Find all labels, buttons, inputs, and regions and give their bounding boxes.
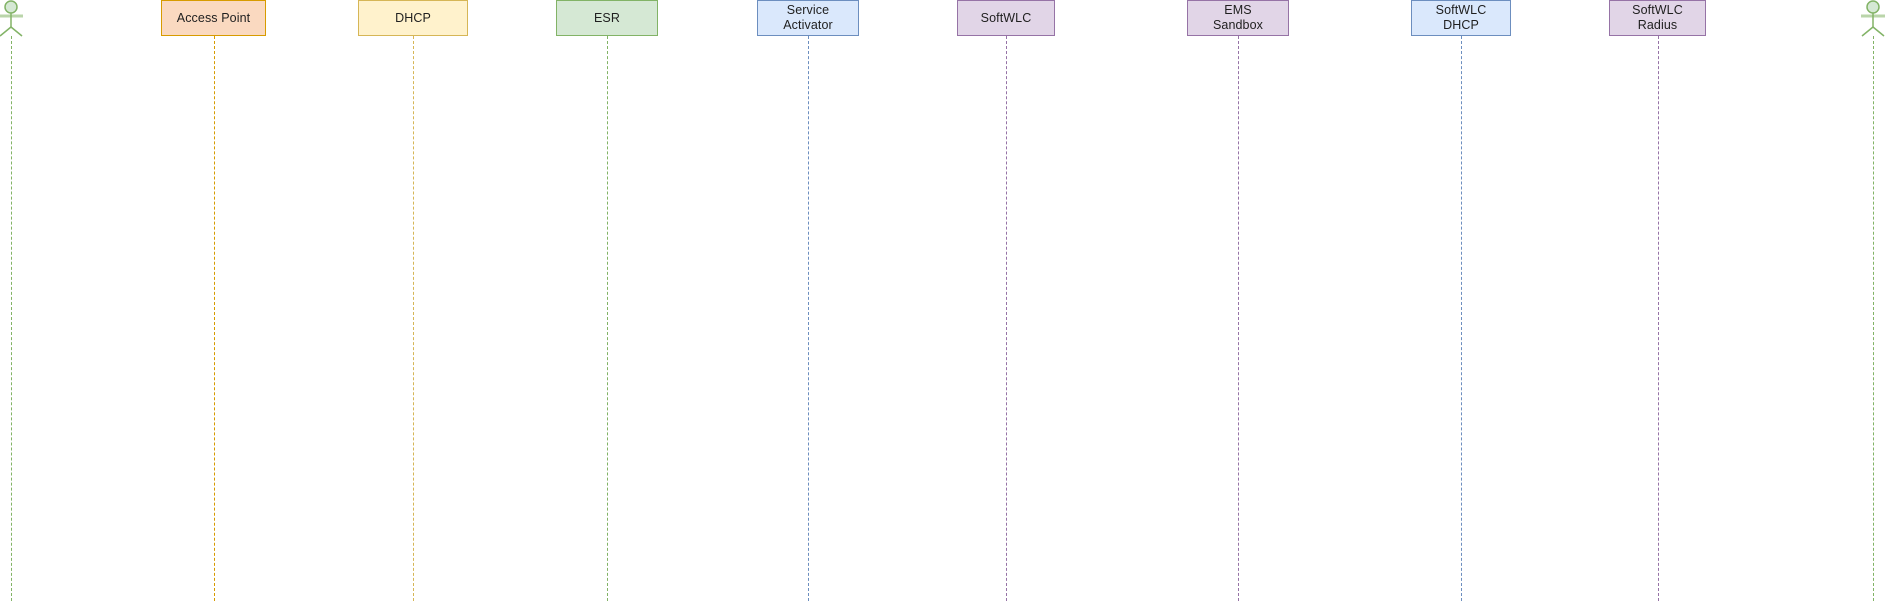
- lifeline-softwlc-radius: [1657, 36, 1659, 601]
- participant-softwlc-radius[interactable]: SoftWLC Radius: [1609, 0, 1706, 36]
- participant-dhcp[interactable]: DHCP: [358, 0, 468, 36]
- lifeline-service-activator: [808, 36, 809, 601]
- participant-label: DHCP: [395, 10, 431, 25]
- actor-figure-icon[interactable]: [1858, 0, 1888, 40]
- participant-softwlc[interactable]: SoftWLC: [957, 0, 1055, 36]
- participant-esr[interactable]: ESR: [556, 0, 658, 36]
- lifeline-esr: [607, 36, 608, 601]
- participant-access-point[interactable]: Access Point: [161, 0, 266, 36]
- participant-ems-sandbox[interactable]: EMS Sandbox: [1187, 0, 1289, 36]
- participant-label: Service Activator: [783, 3, 833, 32]
- participant-label: SoftWLC: [980, 10, 1032, 25]
- participant-label: EMS Sandbox: [1212, 3, 1264, 32]
- lifeline-access-point: [213, 36, 215, 601]
- lifeline-actor-right: [1873, 36, 1874, 601]
- lifeline-softwlc-dhcp: [1461, 36, 1462, 601]
- participant-label: SoftWLC Radius: [1632, 3, 1683, 32]
- lifeline-actor-left: [11, 36, 12, 601]
- participant-softwlc-dhcp[interactable]: SoftWLC DHCP: [1411, 0, 1511, 36]
- participant-label: SoftWLC DHCP: [1435, 3, 1487, 32]
- participant-label: Access Point: [176, 10, 251, 25]
- actor-figure-icon[interactable]: [0, 0, 26, 40]
- lifeline-ems-sandbox: [1238, 36, 1239, 601]
- lifeline-dhcp: [413, 36, 414, 601]
- participant-service-activator[interactable]: Service Activator: [757, 0, 859, 36]
- lifeline-softwlc: [1006, 36, 1007, 601]
- participant-label: ESR: [593, 10, 620, 25]
